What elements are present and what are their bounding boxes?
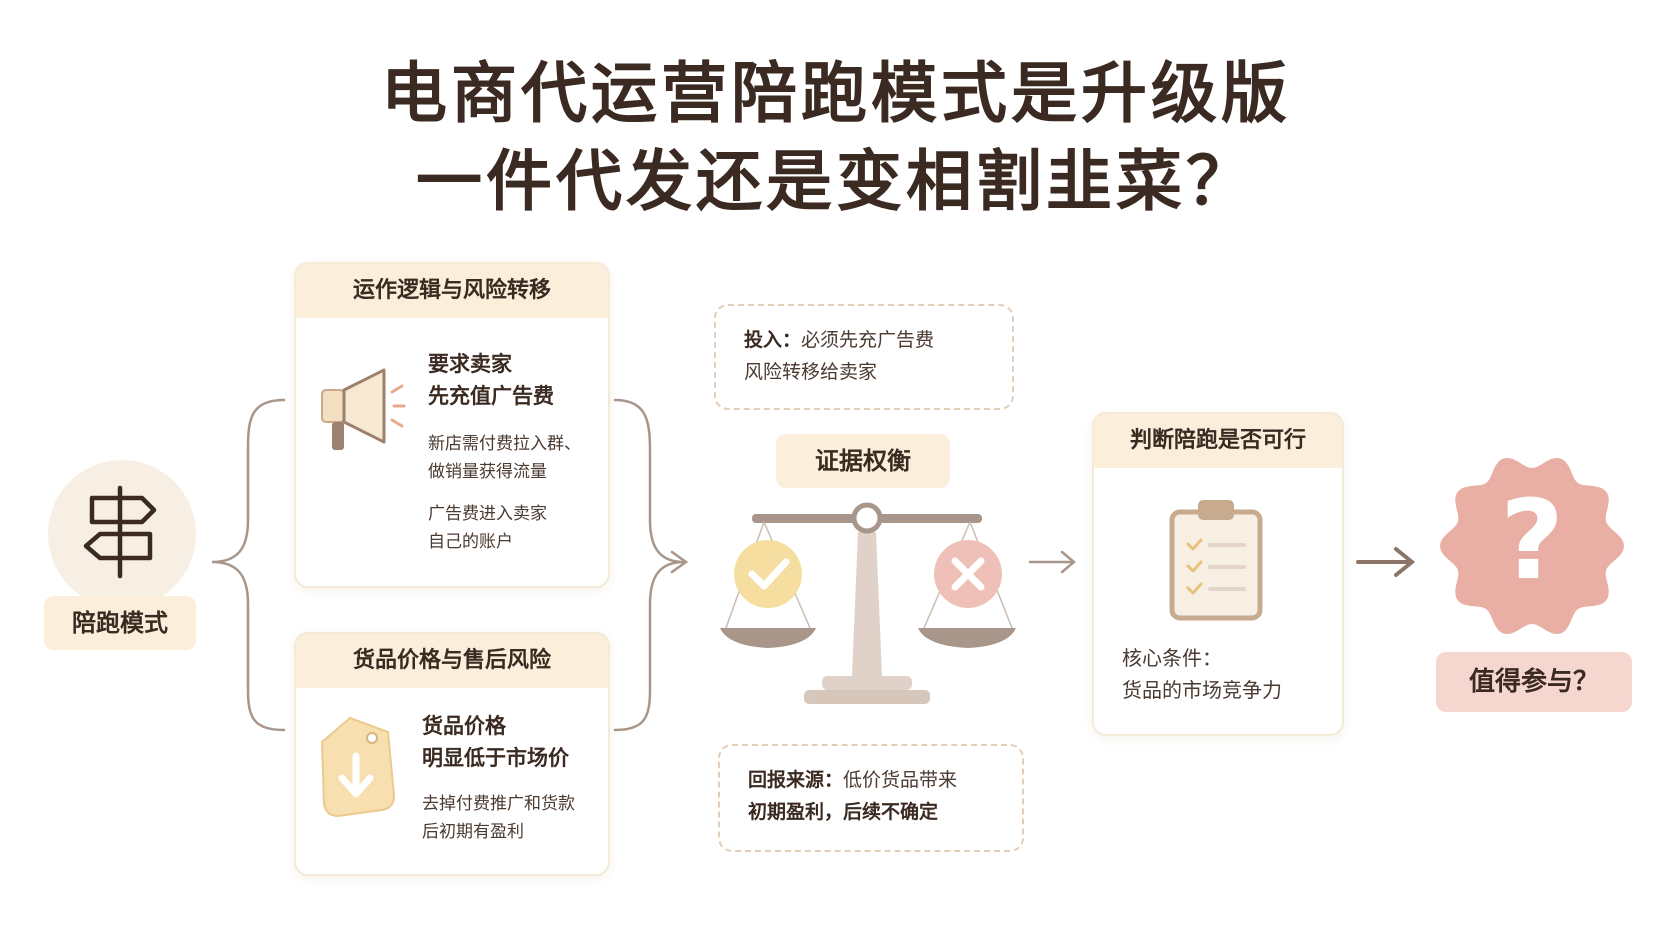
card-goods-heading-2: 明显低于市场价: [422, 746, 569, 770]
evidence-input-text-1: 投入：必须先充广告费: [744, 324, 934, 356]
megaphone-icon: [321, 368, 406, 450]
card-judge-line1: 核心条件：: [1122, 646, 1222, 670]
card-goods-detail-2: 后初期有盈利: [422, 822, 524, 842]
card-operation-heading-1: 要求卖家: [428, 352, 512, 376]
evidence-weigh-label: 证据权衡: [776, 434, 950, 488]
card-goods-price: 货品价格与售后风险 货品价格 明显低于市场价 去掉付费推广和货款 后初期有盈利: [294, 632, 610, 876]
evidence-input-label: 投入：: [744, 329, 802, 351]
page-title-line2: 一件代发还是变相割韭菜？: [416, 143, 1256, 220]
card-judge: 判断陪跑是否可行 核心条件： 货品的市场竞争力: [1092, 412, 1344, 736]
card-operation-header: 运作逻辑与风险转移: [296, 264, 608, 318]
evidence-return-box: 回报来源：低价货品带来 初期盈利，后续不确定: [718, 744, 1024, 852]
evidence-return-line2: 初期盈利，后续不确定: [748, 801, 939, 823]
signpost-icon: [83, 485, 157, 579]
price-tag-down-icon: [320, 716, 396, 818]
evidence-input-box: 投入：必须先充广告费 风险转移给卖家: [714, 304, 1014, 410]
question-badge-icon: ?: [1440, 457, 1624, 635]
svg-text:?: ?: [1500, 476, 1564, 604]
card-judge-line2: 货品的市场竞争力: [1122, 678, 1282, 702]
card-judge-header: 判断陪跑是否可行: [1094, 414, 1342, 468]
end-node-label: 值得参与？: [1436, 652, 1632, 712]
evidence-input-line1: 必须先充广告费: [801, 329, 935, 351]
card-operation-detail1-1: 新店需付费拉入群、: [428, 434, 581, 454]
card-goods-heading-1: 货品价格: [422, 714, 506, 738]
card-operation-heading-2: 先充值广告费: [428, 384, 554, 408]
card-goods-header: 货品价格与售后风险: [296, 634, 608, 688]
card-operation-detail2-1: 广告费进入卖家: [428, 504, 547, 524]
card-operation-logic: 运作逻辑与风险转移 要求卖家 先充值广告费 新店需付费拉入群、 做销量获得流量 …: [294, 262, 610, 588]
balance-scale-icon: [720, 502, 1016, 704]
card-operation-detail2-2: 自己的账户: [428, 532, 513, 552]
evidence-return-text-1: 回报来源：低价货品带来: [748, 764, 957, 796]
clipboard-checklist-icon: [1169, 500, 1263, 621]
question-badge-shape: [1440, 457, 1624, 635]
evidence-return-line1: 低价货品带来: [843, 769, 958, 791]
evidence-return-label: 回报来源：: [748, 769, 844, 791]
card-operation-detail1-2: 做销量获得流量: [428, 462, 547, 482]
page-title-line1: 电商代运营陪跑模式是升级版: [381, 55, 1291, 132]
start-node-label: 陪跑模式: [44, 596, 196, 650]
evidence-input-line2: 风险转移给卖家: [744, 361, 878, 383]
card-goods-detail-1: 去掉付费推广和货款: [422, 794, 575, 814]
